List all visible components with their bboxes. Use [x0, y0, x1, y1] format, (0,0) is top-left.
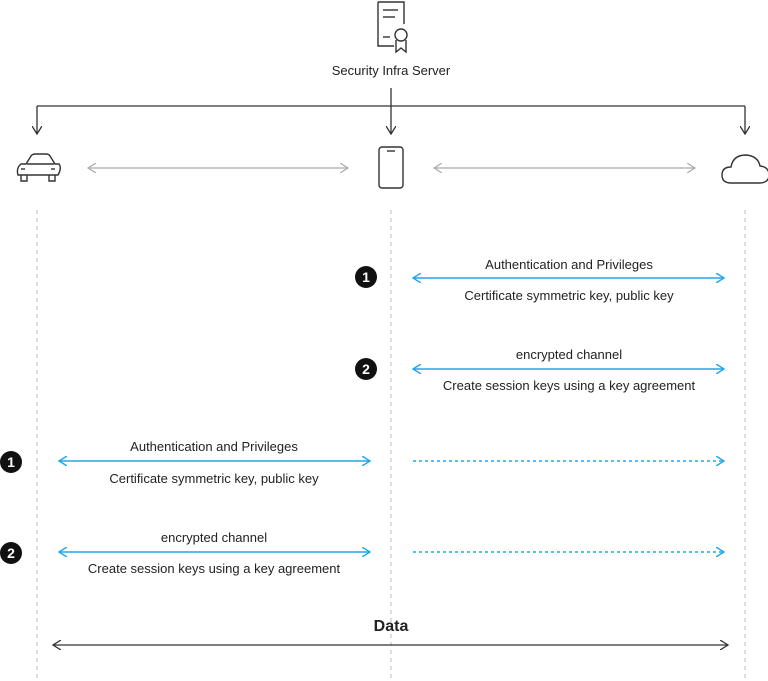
car-phone-step2-subtitle: Create session keys using a key agreemen… [87, 561, 341, 576]
phone-cloud-arrows [413, 278, 724, 369]
phone-cloud-step1-title: Authentication and Privileges [485, 257, 653, 272]
certificate-server-icon [377, 1, 408, 54]
step-badge-2: 2 [0, 542, 22, 564]
lifelines [36, 210, 746, 681]
phone-cloud-step2-subtitle: Create session keys using a key agreemen… [442, 378, 696, 393]
server-distribution-lines [37, 88, 745, 134]
car-phone-step1-title: Authentication and Privileges [130, 439, 298, 454]
step-badge-2: 2 [355, 358, 377, 380]
server-label: Security Infra Server [331, 63, 451, 78]
car-phone-arrows [59, 461, 370, 552]
phone-cloud-step2-title: encrypted channel [515, 347, 623, 362]
phone-cloud-step1-subtitle: Certificate symmetric key, public key [464, 288, 674, 303]
car-phone-step2-title: encrypted channel [160, 530, 268, 545]
forwarding-arrows [413, 461, 724, 552]
data-label: Data [373, 618, 409, 635]
cloud-icon [721, 154, 768, 184]
car-icon [16, 153, 61, 182]
smartphone-icon [378, 146, 404, 189]
step-badge-1: 1 [0, 451, 22, 473]
step-badge-1: 1 [355, 266, 377, 288]
car-phone-step1-subtitle: Certificate symmetric key, public key [109, 471, 319, 486]
